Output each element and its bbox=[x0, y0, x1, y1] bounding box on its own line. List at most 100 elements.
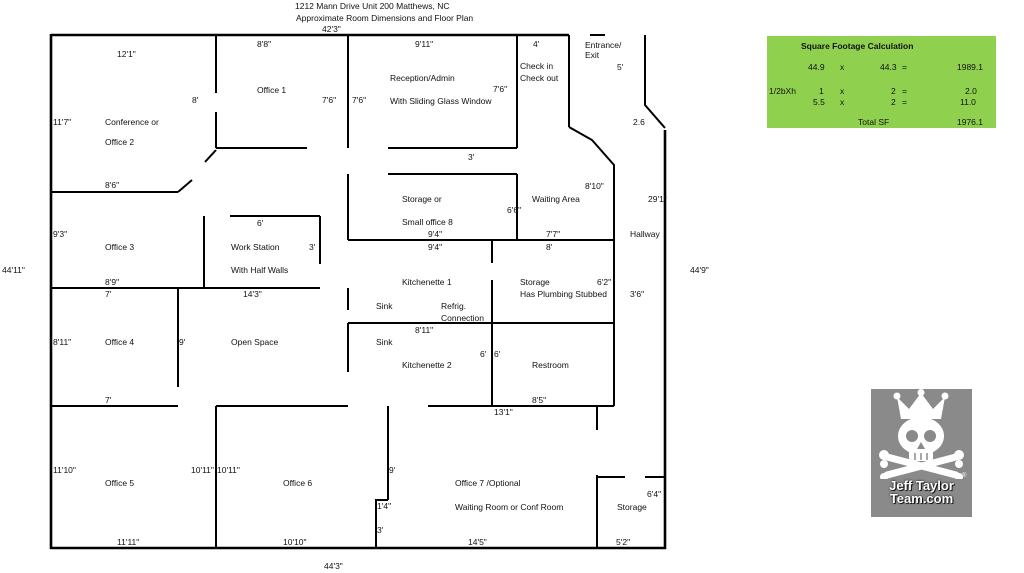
dim: 3'6" bbox=[630, 289, 644, 299]
dim: 9'4" bbox=[428, 229, 442, 239]
fixture-sink1: Sink bbox=[376, 301, 393, 311]
dim: 8'5" bbox=[532, 395, 546, 405]
dim: 9'4" bbox=[428, 242, 442, 252]
dim: 7'7" bbox=[546, 229, 560, 239]
jeff-taylor-team-logo: Jeff Taylor Team.com ® bbox=[871, 389, 972, 517]
dim: 6' bbox=[257, 218, 264, 228]
sqft-title: Square Footage Calculation bbox=[801, 41, 914, 51]
sqft-r1-eq: = bbox=[902, 62, 907, 72]
sqft-r2-value: 2.0 bbox=[965, 86, 977, 96]
sqft-r3-value: 11.0 bbox=[960, 97, 976, 107]
dim: 13'1" bbox=[494, 407, 513, 417]
dim: 9'11" bbox=[415, 39, 433, 49]
sqft-r2-b: 2 bbox=[891, 86, 896, 96]
room-checkout: Check out bbox=[520, 73, 559, 83]
dim-top-width: 42'3" bbox=[322, 24, 341, 34]
room-open-space: Open Space bbox=[231, 337, 279, 347]
sqft-r3-op: x bbox=[840, 97, 845, 107]
room-reception-note: With Sliding Glass Window bbox=[390, 96, 492, 106]
room-labels: Conference or Office 2 Office 1 Receptio… bbox=[105, 40, 661, 512]
dim: 6'2" bbox=[597, 277, 611, 287]
room-office1: Office 1 bbox=[257, 85, 286, 95]
header-address: 1212 Mann Drive Unit 200 Matthews, NC bbox=[295, 1, 450, 11]
room-conference-office2: Office 2 bbox=[105, 137, 134, 147]
dim: 7' bbox=[105, 289, 112, 299]
room-office3: Office 3 bbox=[105, 242, 134, 252]
sqft-r1-value: 1989.1 bbox=[957, 62, 983, 72]
dim: 7'6" bbox=[322, 95, 336, 105]
dim: 6'6" bbox=[507, 205, 521, 215]
sqft-r3-eq: = bbox=[902, 97, 907, 107]
sqft-r2-op: x bbox=[840, 86, 845, 96]
sqft-r1-op: x bbox=[840, 62, 845, 72]
dim: 8' bbox=[546, 242, 553, 252]
dim-hallway: 29'1" bbox=[648, 194, 667, 204]
room-kitchenette2: Kitchenette 2 bbox=[402, 360, 452, 370]
dim: 7'6" bbox=[493, 84, 507, 94]
dimension-labels: 44'3" 44'11" 44'9" 29'1" 12'1" 8' 11'7" … bbox=[2, 39, 709, 571]
dim: 8'8" bbox=[257, 39, 271, 49]
room-restroom: Restroom bbox=[532, 360, 569, 370]
room-storage-small: Storage bbox=[617, 502, 647, 512]
room-small-office8: Small office 8 bbox=[402, 217, 453, 227]
sqft-total-label: Total SF bbox=[858, 117, 890, 127]
dim: 8'9" bbox=[105, 277, 119, 287]
sqft-r2-label: 1/2bXh bbox=[769, 86, 796, 96]
room-office6: Office 6 bbox=[283, 478, 312, 488]
dim: 2.6 bbox=[633, 117, 645, 127]
logo-line1: Jeff Taylor bbox=[889, 478, 954, 493]
dim: 7' bbox=[105, 395, 112, 405]
sqft-r2-a: 1 bbox=[819, 86, 824, 96]
sqft-total-value: 1976.1 bbox=[957, 117, 983, 127]
room-storage-office8: Storage or bbox=[402, 194, 442, 204]
sqft-r3-b: 2 bbox=[891, 97, 896, 107]
sqft-r1-a: 44.9 bbox=[808, 62, 825, 72]
logo-line2: Team.com bbox=[889, 491, 954, 506]
room-office4: Office 4 bbox=[105, 337, 134, 347]
square-footage-table: Square Footage Calculation 44.9 x 44.3 =… bbox=[767, 36, 996, 128]
fixture-refrig: Refrig. bbox=[441, 301, 466, 311]
dim: 8'11" bbox=[53, 337, 71, 347]
dim: 8' bbox=[192, 95, 199, 105]
dim: 8'11" bbox=[415, 325, 433, 335]
fixture-refrig-connection: Connection bbox=[441, 313, 484, 323]
dim: 10'10" bbox=[283, 537, 307, 547]
room-reception: Reception/Admin bbox=[390, 73, 455, 83]
dim: 3' bbox=[377, 525, 384, 535]
dim: 1'4" bbox=[377, 501, 391, 511]
room-kitchenette1: Kitchenette 1 bbox=[402, 277, 452, 287]
dim: 3' bbox=[468, 152, 475, 162]
room-exit: Exit bbox=[585, 50, 600, 60]
dim: 8'10" bbox=[585, 181, 604, 191]
registered-mark: ® bbox=[962, 473, 967, 479]
dim: 5' bbox=[617, 62, 624, 72]
room-entrance: Entrance/ bbox=[585, 40, 622, 50]
walls bbox=[49, 33, 667, 550]
dim-bottom-width: 44'3" bbox=[324, 561, 343, 571]
room-workstation-note: With Half Walls bbox=[231, 265, 288, 275]
dim: 4' bbox=[533, 39, 540, 49]
room-waiting: Waiting Area bbox=[532, 194, 580, 204]
dim: 5'2" bbox=[616, 537, 630, 547]
room-checkin: Check in bbox=[520, 61, 553, 71]
sqft-r1-b: 44.3 bbox=[880, 62, 897, 72]
dim: 12'1" bbox=[117, 49, 136, 59]
dim: 14'5" bbox=[468, 537, 487, 547]
dim: 14'3" bbox=[243, 289, 262, 299]
dim: 8'6" bbox=[105, 180, 119, 190]
sqft-r3-a: 5.5 bbox=[813, 97, 825, 107]
dim: 9' bbox=[179, 337, 186, 347]
dim: 6'4" bbox=[647, 489, 661, 499]
skull-crossbones-crown-icon bbox=[879, 389, 964, 479]
header-subtitle: Approximate Room Dimensions and Floor Pl… bbox=[296, 13, 473, 23]
room-office7-note: Waiting Room or Conf Room bbox=[455, 502, 563, 512]
sqft-r2-eq: = bbox=[902, 86, 907, 96]
dim: 7'6" bbox=[352, 95, 366, 105]
room-office5: Office 5 bbox=[105, 478, 134, 488]
dim-left-height: 44'11" bbox=[2, 265, 25, 275]
room-storage-plumbing-note: Has Plumbing Stubbed bbox=[520, 289, 607, 299]
room-workstation: Work Station bbox=[231, 242, 280, 252]
dim: 11'7" bbox=[53, 117, 71, 127]
room-conference: Conference or bbox=[105, 117, 159, 127]
